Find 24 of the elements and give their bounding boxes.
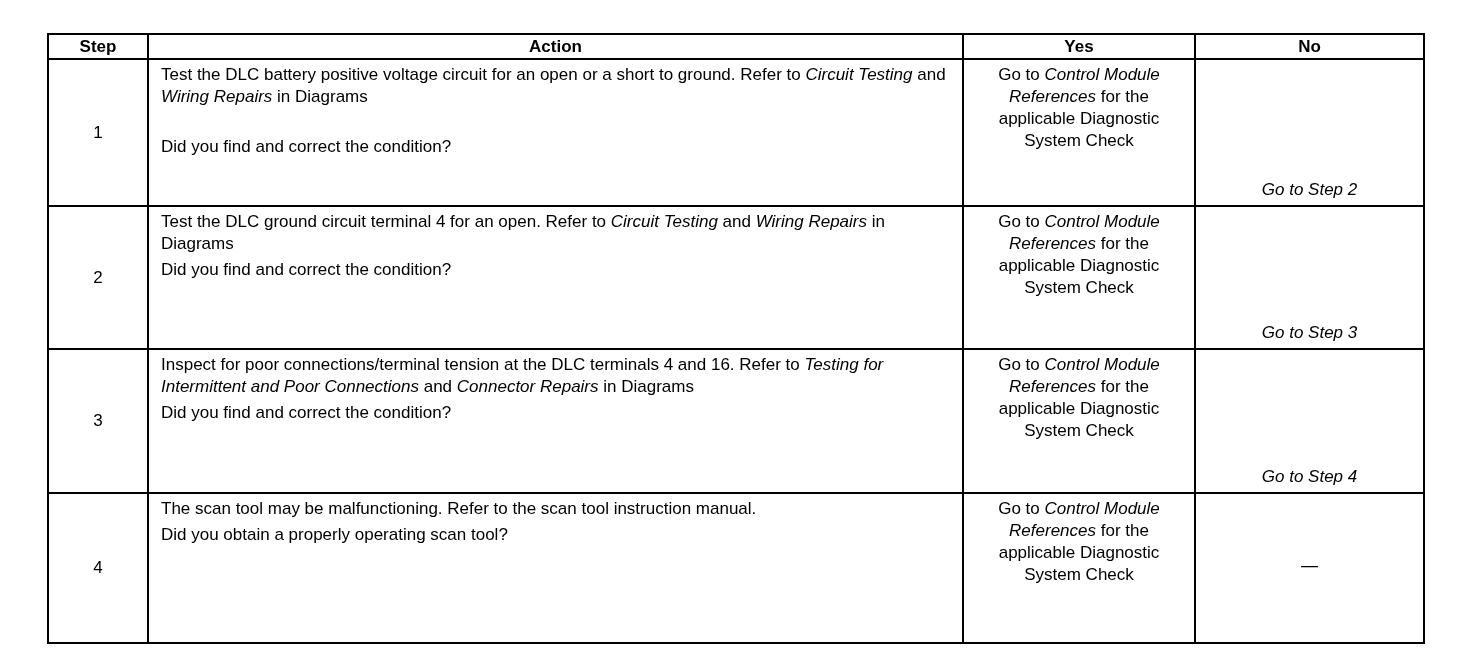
question-text: Did you find and correct the condition?: [161, 259, 453, 281]
question-text: Did you obtain a properly operating scan tool?: [161, 524, 509, 546]
next-step-text: Go to Step 3: [1261, 322, 1358, 344]
action-text: The scan tool may be malfunctioning. Refer to the scan tool instruction manual.: [161, 498, 758, 520]
column-header: Step: [79, 35, 117, 58]
action-text: Test the DLC battery positive voltage circuit for an open or a short to ground. Refer to Circuit Testing and Wiring Repairs in Diagrams: [161, 64, 947, 108]
next-step-text: Go to Step 2: [1261, 179, 1358, 201]
step-number: 3: [93, 410, 103, 432]
question-text: Did you find and correct the condition?: [161, 136, 453, 158]
step-number: 2: [93, 266, 103, 289]
column-header: No: [1298, 35, 1321, 58]
action-text: Inspect for poor connections/terminal tension at the DLC terminals 4 and 16. Refer to Testing for Intermittent and Poor Connections and Connector Repairs in Diagrams: [161, 354, 885, 398]
column-header: Yes: [1064, 35, 1094, 58]
step-number: 1: [93, 121, 103, 144]
question-text: Did you find and correct the condition?: [161, 402, 453, 424]
next-step-text: —: [1301, 555, 1318, 577]
column-header: Action: [529, 35, 582, 58]
result-text: Go to Control Module References for the applicable Diagnostic System Check: [997, 354, 1161, 442]
result-text: Go to Control Module References for the applicable Diagnostic System Check: [997, 64, 1161, 152]
next-step-text: Go to Step 4: [1261, 466, 1358, 488]
result-text: Go to Control Module References for the applicable Diagnostic System Check: [997, 498, 1161, 586]
action-text: Test the DLC ground circuit terminal 4 for an open. Refer to Circuit Testing and Wiring Repairs in Diagrams: [161, 211, 886, 255]
result-text: Go to Control Module References for the applicable Diagnostic System Check: [997, 211, 1161, 299]
step-number: 4: [93, 557, 103, 579]
